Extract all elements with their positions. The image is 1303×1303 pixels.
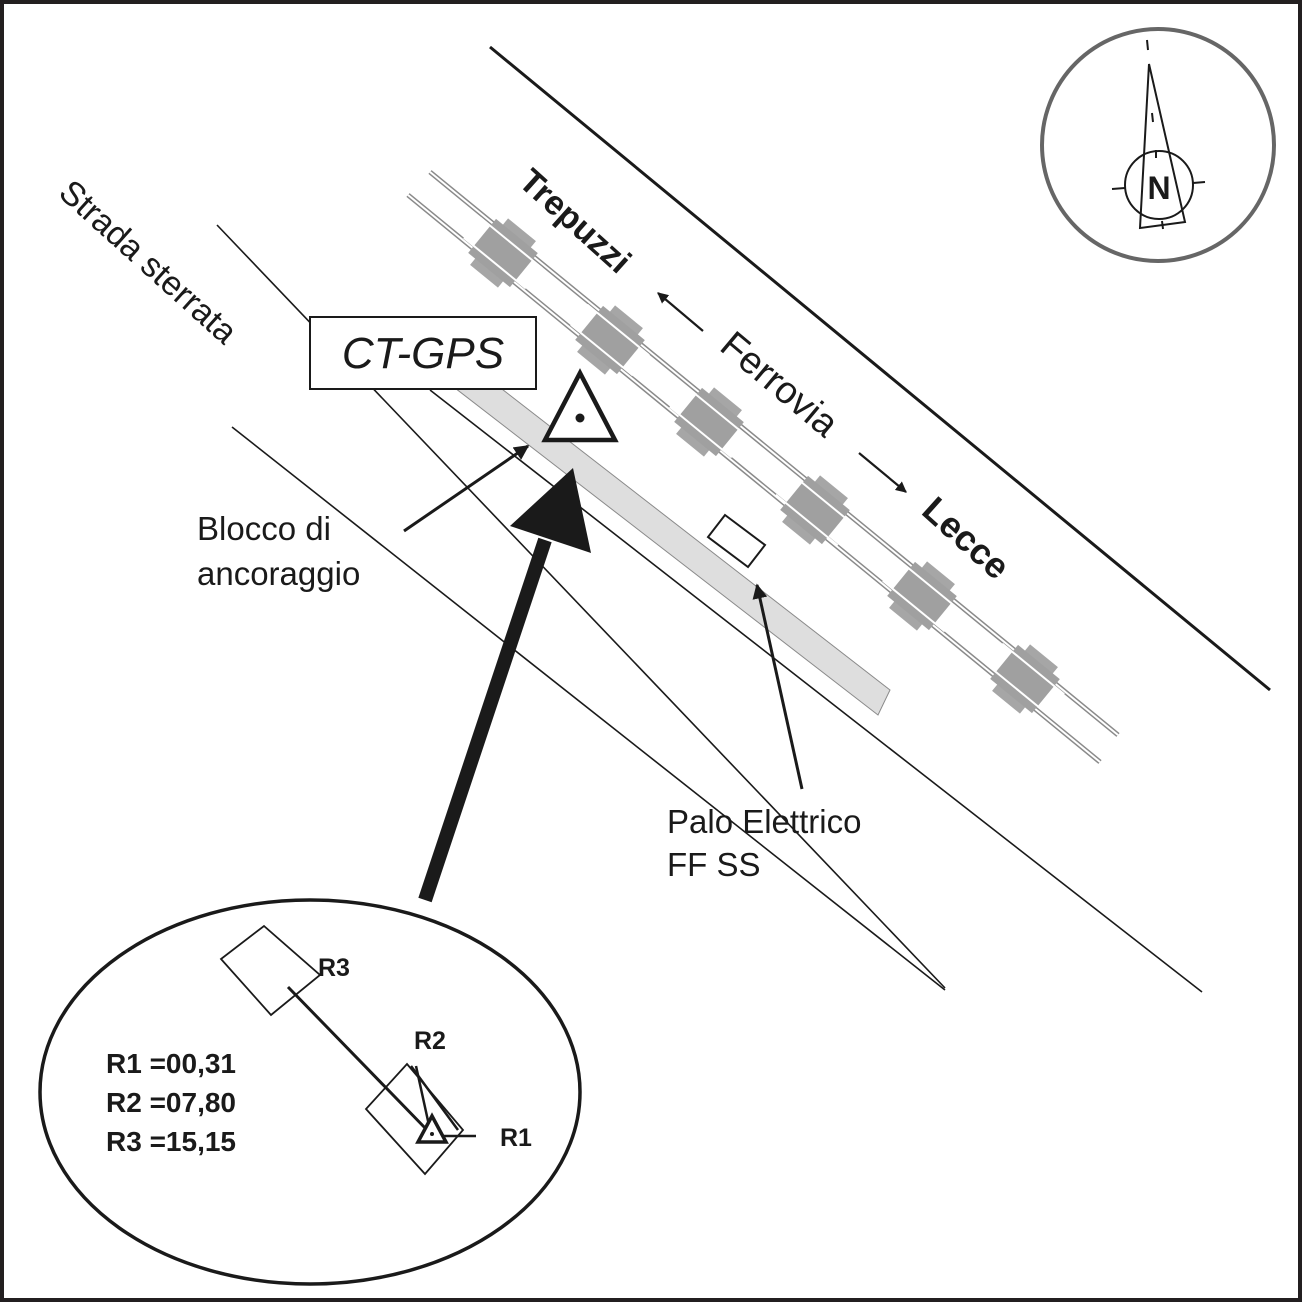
electric-pole-pointer <box>752 583 804 790</box>
distance-r1: R1 =00,31 <box>106 1048 236 1079</box>
railway-sleepers <box>463 216 1065 716</box>
inset-label-r1: R1 <box>500 1124 532 1152</box>
anchor-block-label-line2: ancoraggio <box>197 555 360 592</box>
station-label-box: CT-GPS <box>309 316 537 390</box>
electric-pole-marker <box>706 513 767 569</box>
anchor-block-label-line1: Blocco di <box>197 510 331 547</box>
distance-r3: R3 =15,15 <box>106 1126 236 1157</box>
detail-inset <box>38 898 582 1286</box>
zoom-arrow <box>418 468 591 903</box>
electric-pole-label-line2: FF SS <box>667 846 761 883</box>
town-label-trepuzzi: Trepuzzi <box>512 162 639 281</box>
railway-sleeper <box>669 385 749 459</box>
road-edge-right <box>429 389 1203 993</box>
inset-label-r3: R3 <box>318 954 350 982</box>
railway-sleeper <box>985 642 1065 716</box>
railway-tracks <box>406 170 1120 764</box>
station-label: CT-GPS <box>342 329 504 378</box>
railway-sleeper <box>882 559 962 633</box>
inset-label-r2: R2 <box>414 1027 446 1055</box>
railway-sleeper <box>463 216 543 290</box>
north-label: N <box>1147 170 1170 206</box>
road-edge-lower-line <box>231 426 946 991</box>
gps-station-icon <box>541 368 619 443</box>
direction-arrow-lecce <box>858 452 907 493</box>
direction-arrow-trepuzzi <box>657 292 704 332</box>
electric-pole-label-line1: Palo Elettrico <box>667 803 861 840</box>
north-arrow-icon: N <box>1040 27 1276 263</box>
distance-r2: R2 =07,80 <box>106 1087 236 1118</box>
anchor-block-pointer <box>403 444 530 533</box>
road-label: Strada sterrata <box>52 173 245 352</box>
railway-sleeper <box>775 473 855 547</box>
inset-station-icon <box>415 1112 449 1144</box>
boundary-line <box>489 45 1271 692</box>
railway-sleeper <box>570 303 650 377</box>
